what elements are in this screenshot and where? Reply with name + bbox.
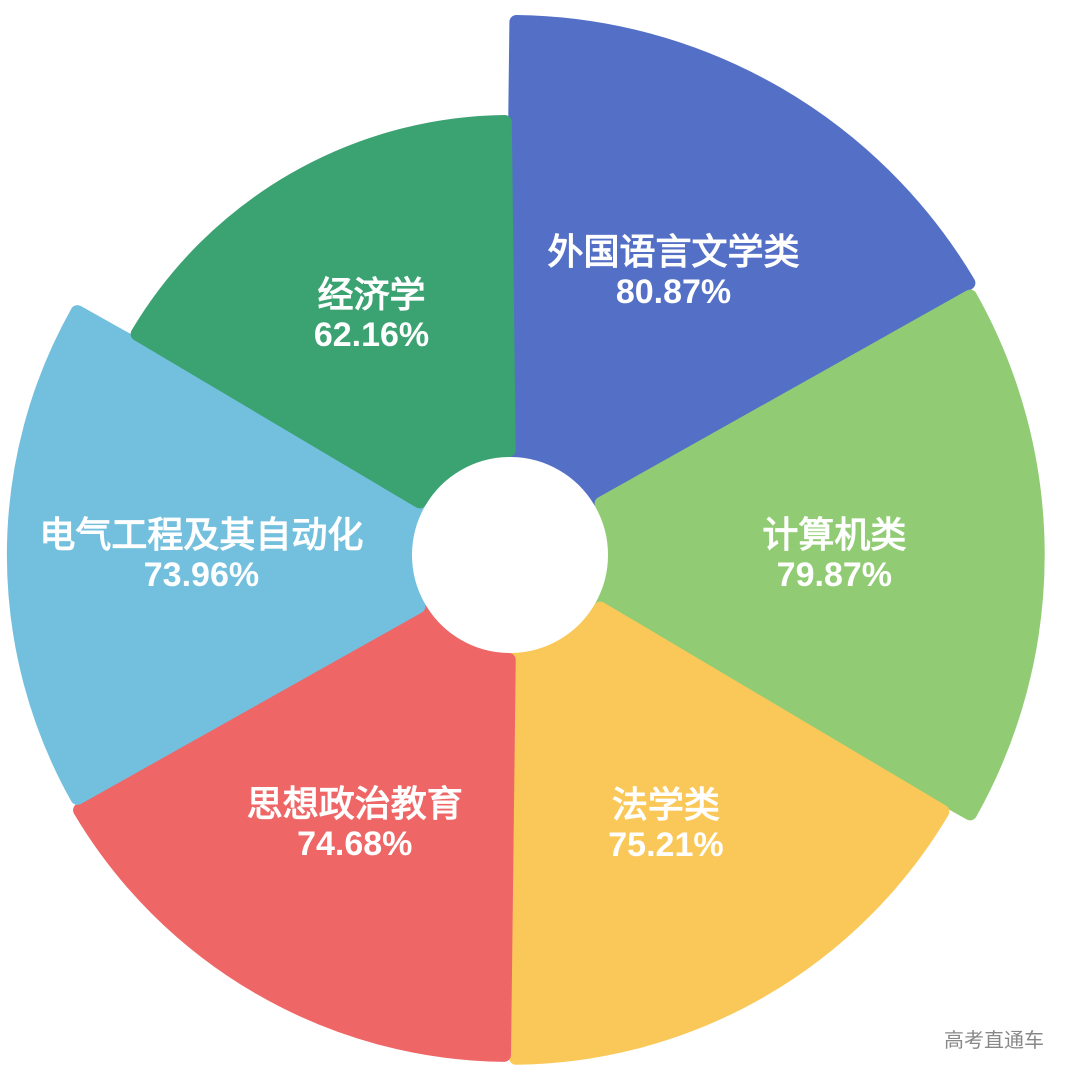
sector-value: 62.16% bbox=[313, 316, 430, 355]
sector-category: 法学类 bbox=[611, 784, 720, 826]
source-watermark: 高考直通车 bbox=[944, 1028, 1044, 1052]
rose-sector[interactable] bbox=[73, 601, 516, 1062]
sector-category: 外国语言文学类 bbox=[547, 231, 800, 273]
sector-category: 思想政治教育 bbox=[246, 783, 463, 825]
rose-sector[interactable] bbox=[6, 305, 426, 805]
sector-value: 74.68% bbox=[297, 824, 413, 863]
sector-value: 80.87% bbox=[615, 272, 732, 311]
sector-value: 79.87% bbox=[776, 556, 893, 595]
sector-category: 计算机类 bbox=[762, 514, 907, 556]
sector-value: 75.21% bbox=[608, 826, 724, 865]
sector-category: 电气工程及其自动化 bbox=[39, 514, 364, 556]
sector-category: 经济学 bbox=[317, 274, 426, 316]
rose-sector[interactable] bbox=[130, 114, 516, 509]
sector-value: 73.96% bbox=[143, 556, 260, 595]
rose-sector[interactable] bbox=[594, 289, 1045, 821]
rose-sector[interactable] bbox=[504, 601, 950, 1065]
rose-sector[interactable] bbox=[504, 14, 976, 509]
